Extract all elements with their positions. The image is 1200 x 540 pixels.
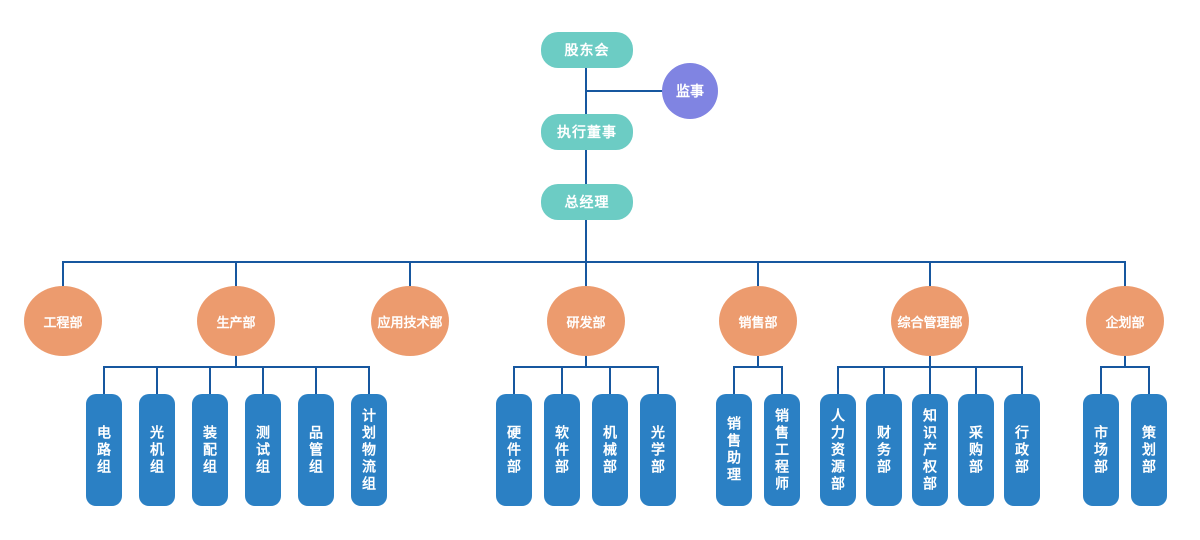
node-strategy-dept[interactable]: 策划部 xyxy=(1131,394,1167,506)
node-sales-engineer[interactable]: 销售工程师 xyxy=(764,394,800,506)
node-marketing-dept[interactable]: 市场部 xyxy=(1083,394,1119,506)
connector-line xyxy=(368,366,370,395)
connector-line xyxy=(1100,366,1150,368)
connector-line xyxy=(1148,366,1150,395)
connector-line xyxy=(585,150,587,184)
node-rd-dept[interactable]: 研发部 xyxy=(547,286,625,356)
connector-line xyxy=(757,355,759,368)
connector-line xyxy=(733,366,783,368)
connector-line xyxy=(781,366,783,395)
connector-line xyxy=(1124,355,1126,368)
connector-line xyxy=(733,366,735,395)
connector-line xyxy=(1100,366,1102,395)
node-hardware-dept[interactable]: 硬件部 xyxy=(496,394,532,506)
node-assembly-group[interactable]: 装配组 xyxy=(192,394,228,506)
connector-line xyxy=(609,366,611,395)
connector-line xyxy=(315,366,317,395)
connector-line xyxy=(62,261,64,287)
connector-line xyxy=(262,366,264,395)
node-procurement-dept[interactable]: 采购部 xyxy=(958,394,994,506)
connector-line xyxy=(883,366,885,395)
connector-line xyxy=(1021,366,1023,395)
connector-line xyxy=(585,220,587,262)
connector-line xyxy=(235,261,237,287)
connector-line xyxy=(837,366,839,395)
connector-line xyxy=(513,366,659,368)
node-finance-dept[interactable]: 财务部 xyxy=(866,394,902,506)
connector-line xyxy=(156,366,158,395)
node-mechanical-dept[interactable]: 机械部 xyxy=(592,394,628,506)
connector-line xyxy=(657,366,659,395)
connector-line xyxy=(209,366,211,395)
node-executive-director[interactable]: 执行董事 xyxy=(541,114,633,150)
node-general-manager[interactable]: 总经理 xyxy=(541,184,633,220)
node-software-dept[interactable]: 软件部 xyxy=(544,394,580,506)
connector-line xyxy=(513,366,515,395)
node-supervisor[interactable]: 监事 xyxy=(662,63,718,119)
node-admin-dept[interactable]: 行政部 xyxy=(1004,394,1040,506)
node-planning-dept[interactable]: 企划部 xyxy=(1086,286,1164,356)
connector-line xyxy=(929,366,931,395)
connector-line xyxy=(585,355,587,368)
node-hr-dept[interactable]: 人力资源部 xyxy=(820,394,856,506)
connector-line xyxy=(585,261,587,287)
node-quality-control-group[interactable]: 品管组 xyxy=(298,394,334,506)
connector-line xyxy=(103,366,370,368)
connector-line xyxy=(586,90,664,92)
node-planning-logistics-group[interactable]: 计划物流组 xyxy=(351,394,387,506)
connector-line xyxy=(561,366,563,395)
node-applied-technology-dept[interactable]: 应用技术部 xyxy=(371,286,449,356)
node-sales-assistant[interactable]: 销售助理 xyxy=(716,394,752,506)
node-optics-dept[interactable]: 光学部 xyxy=(640,394,676,506)
node-circuit-group[interactable]: 电路组 xyxy=(86,394,122,506)
node-ip-dept[interactable]: 知识产权部 xyxy=(912,394,948,506)
connector-line xyxy=(409,261,411,287)
connector-line xyxy=(757,261,759,287)
node-production-dept[interactable]: 生产部 xyxy=(197,286,275,356)
connector-line xyxy=(235,355,237,368)
node-general-management-dept[interactable]: 综合管理部 xyxy=(891,286,969,356)
connector-line xyxy=(103,366,105,395)
connector-line xyxy=(929,355,931,368)
connector-line xyxy=(929,261,931,287)
node-engineering-dept[interactable]: 工程部 xyxy=(24,286,102,356)
node-sales-dept[interactable]: 销售部 xyxy=(719,286,797,356)
connector-line xyxy=(1124,261,1126,287)
node-optomechanical-group[interactable]: 光机组 xyxy=(139,394,175,506)
node-shareholders-meeting[interactable]: 股东会 xyxy=(541,32,633,68)
connector-line xyxy=(62,261,1126,263)
node-testing-group[interactable]: 测试组 xyxy=(245,394,281,506)
connector-line xyxy=(975,366,977,395)
